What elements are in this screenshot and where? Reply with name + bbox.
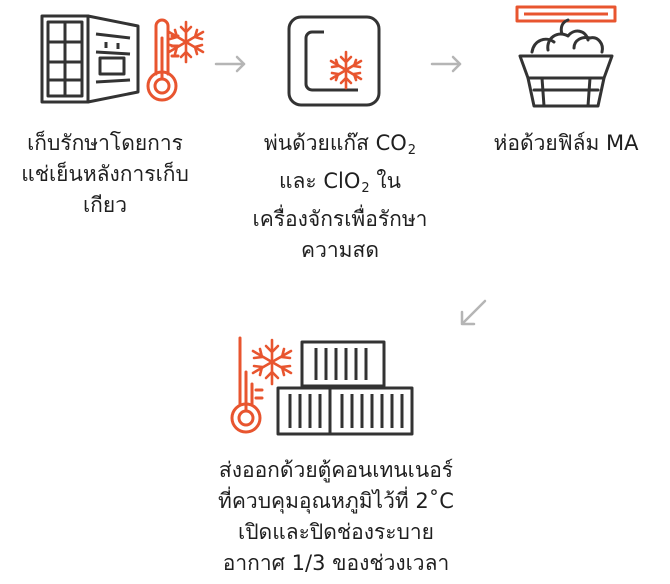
step-4-line-3: เปิดและปิดช่องระบาย bbox=[238, 520, 434, 544]
step-3-line-1: ห่อด้วยฟิล์ม MA bbox=[493, 131, 639, 155]
refrigerator-thermometer-snowflake-icon bbox=[40, 12, 210, 112]
arrow-right-icon bbox=[430, 55, 464, 73]
step-2-line-3: เครื่องจักรเพื่อรักษา bbox=[252, 207, 428, 231]
step-2-line-4: ความสด bbox=[301, 238, 379, 262]
step-3-label: ห่อด้วยฟิล์ม MA bbox=[466, 128, 666, 159]
step-2-line-2: และ ClO2 ใน bbox=[226, 166, 454, 204]
step-2-line-1-subscript: 2 bbox=[407, 143, 417, 158]
step-2-line-1: พ่นด้วยแก๊ส CO2 bbox=[226, 128, 454, 166]
step-4-line-4: อากาศ 1/3 ของช่วงเวลา bbox=[222, 551, 450, 575]
step-2-line-2-text-a: และ ClO bbox=[279, 169, 361, 193]
step-2-line-2-text-b: ใน bbox=[369, 169, 401, 193]
step-2-line-2-subscript: 2 bbox=[361, 181, 370, 196]
step-4-line-2: ที่ควบคุมอุณหภูมิไว้ที่ 2˚C bbox=[218, 489, 454, 513]
step-2-line-1-text: พ่นด้วยแก๊ส CO bbox=[263, 131, 407, 155]
step-1-line-2: แช่เย็นหลังการเก็บ bbox=[21, 162, 189, 186]
step-2-label: พ่นด้วยแก๊ส CO2 และ ClO2 ใน เครื่องจักรเ… bbox=[226, 128, 454, 266]
step-4-line-1: ส่งออกด้วยตู้คอนเทนเนอร์ bbox=[218, 458, 454, 482]
step-1-line-1: เก็บรักษาโดยการ bbox=[27, 131, 183, 155]
wrapped-produce-basket-icon bbox=[514, 4, 618, 112]
gas-chamber-snowflake-icon bbox=[286, 14, 382, 110]
refrigerated-container-thermometer-icon bbox=[228, 332, 428, 442]
step-1-line-3: เกียว bbox=[83, 193, 127, 217]
step-1-label: เก็บรักษาโดยการ แช่เย็นหลังการเก็บ เกียว bbox=[0, 128, 210, 221]
arrow-down-left-icon bbox=[458, 298, 488, 328]
arrow-right-icon bbox=[214, 55, 248, 73]
step-4-label: ส่งออกด้วยตู้คอนเทนเนอร์ ที่ควบคุมอุณหภู… bbox=[160, 455, 512, 579]
